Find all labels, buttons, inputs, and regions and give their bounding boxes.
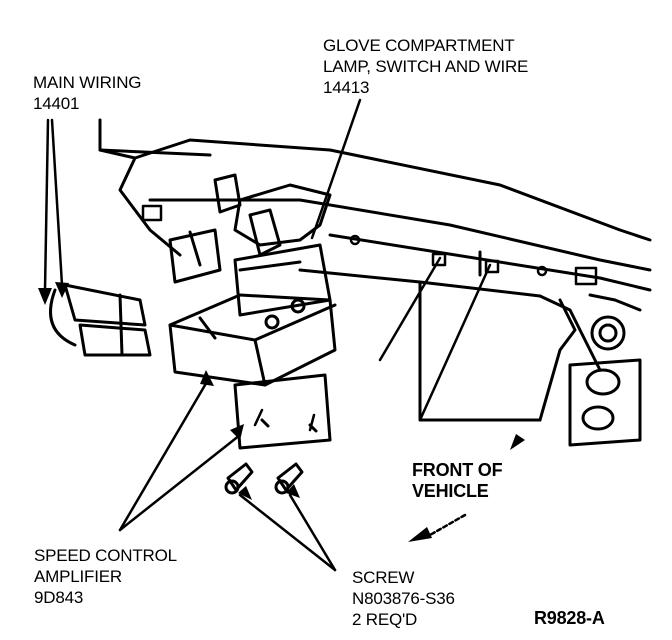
glove-lamp-switch-bracket <box>168 173 332 317</box>
main-wiring-part-number: 14401 <box>33 94 80 113</box>
screw-label: SCREW N803876-S36 2 REQ'D <box>352 567 455 630</box>
speed-control-label: SPEED CONTROL AMPLIFIER 9D843 <box>34 545 177 608</box>
front-of-vehicle-label: FRONT OF VEHICLE <box>412 460 503 502</box>
glove-compartment-line2: LAMP, SWITCH AND WIRE <box>323 57 529 76</box>
mounting-bracket <box>233 373 332 450</box>
panel-controls <box>568 315 642 447</box>
speed-control-line1: SPEED CONTROL <box>34 546 177 565</box>
instrument-panel <box>98 118 652 422</box>
glove-compartment-line1: GLOVE COMPARTMENT <box>323 36 515 55</box>
amplifier-box <box>168 293 337 387</box>
main-wiring-connectors <box>49 283 152 357</box>
arrowheads <box>38 282 525 542</box>
speed-control-line2: AMPLIFIER <box>34 567 122 586</box>
screw-name: SCREW <box>352 568 415 587</box>
glove-compartment-label: GLOVE COMPARTMENT LAMP, SWITCH AND WIRE … <box>323 35 528 98</box>
figure-code: R9828-A <box>534 608 605 628</box>
glove-compartment-part-number: 14413 <box>323 78 370 97</box>
screws <box>224 462 304 495</box>
front-of-vehicle-line2: VEHICLE <box>412 481 489 501</box>
screw-quantity: 2 REQ'D <box>352 610 418 629</box>
front-of-vehicle-line1: FRONT OF <box>412 460 503 480</box>
main-wiring-name: MAIN WIRING <box>33 73 142 92</box>
panel-slots <box>141 204 598 286</box>
leader-lines <box>43 98 492 572</box>
main-wiring-label: MAIN WIRING 14401 <box>33 72 141 114</box>
speed-control-part-number: 9D843 <box>34 588 84 607</box>
screw-part-number: N803876-S36 <box>352 589 455 608</box>
